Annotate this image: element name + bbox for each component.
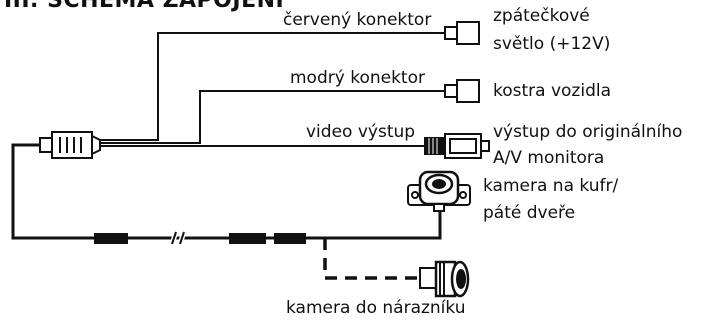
blue-wire bbox=[100, 90, 445, 144]
label-reverse-light-2: světlo (+12V) bbox=[493, 34, 611, 54]
cable-sleeve-3 bbox=[274, 233, 306, 244]
label-bumper-camera: kamera do nárazníku bbox=[286, 298, 466, 318]
left-connector bbox=[39, 131, 101, 159]
label-trunk-camera-1: kamera na kufr/ bbox=[483, 176, 619, 196]
bumper-camera-cable bbox=[323, 238, 420, 280]
cable-sleeve-2 bbox=[229, 233, 266, 244]
trunk-camera-icon bbox=[407, 170, 471, 212]
main-cable bbox=[11, 143, 442, 240]
label-vehicle-ground: kostra vozidla bbox=[493, 81, 612, 101]
label-reverse-light-1: zpátečkové bbox=[493, 6, 590, 26]
diagram-title: III. SCHÉMA ZAPOJENÍ bbox=[4, 0, 285, 13]
bumper-camera-icon bbox=[419, 260, 470, 298]
blue-plug bbox=[444, 79, 480, 103]
label-video-output: video výstup bbox=[306, 122, 416, 142]
label-original-av-2: A/V monitora bbox=[493, 148, 605, 168]
label-original-av-1: výstup do originálního bbox=[493, 122, 683, 142]
label-blue-connector: modrý konektor bbox=[290, 68, 425, 88]
label-trunk-camera-2: páté dveře bbox=[483, 203, 576, 223]
red-plug bbox=[444, 21, 480, 45]
cable-break-mark bbox=[169, 231, 187, 245]
label-red-connector: červený konektor bbox=[283, 10, 432, 30]
video-rca-plug bbox=[424, 133, 490, 159]
cable-sleeve-1 bbox=[94, 233, 128, 244]
